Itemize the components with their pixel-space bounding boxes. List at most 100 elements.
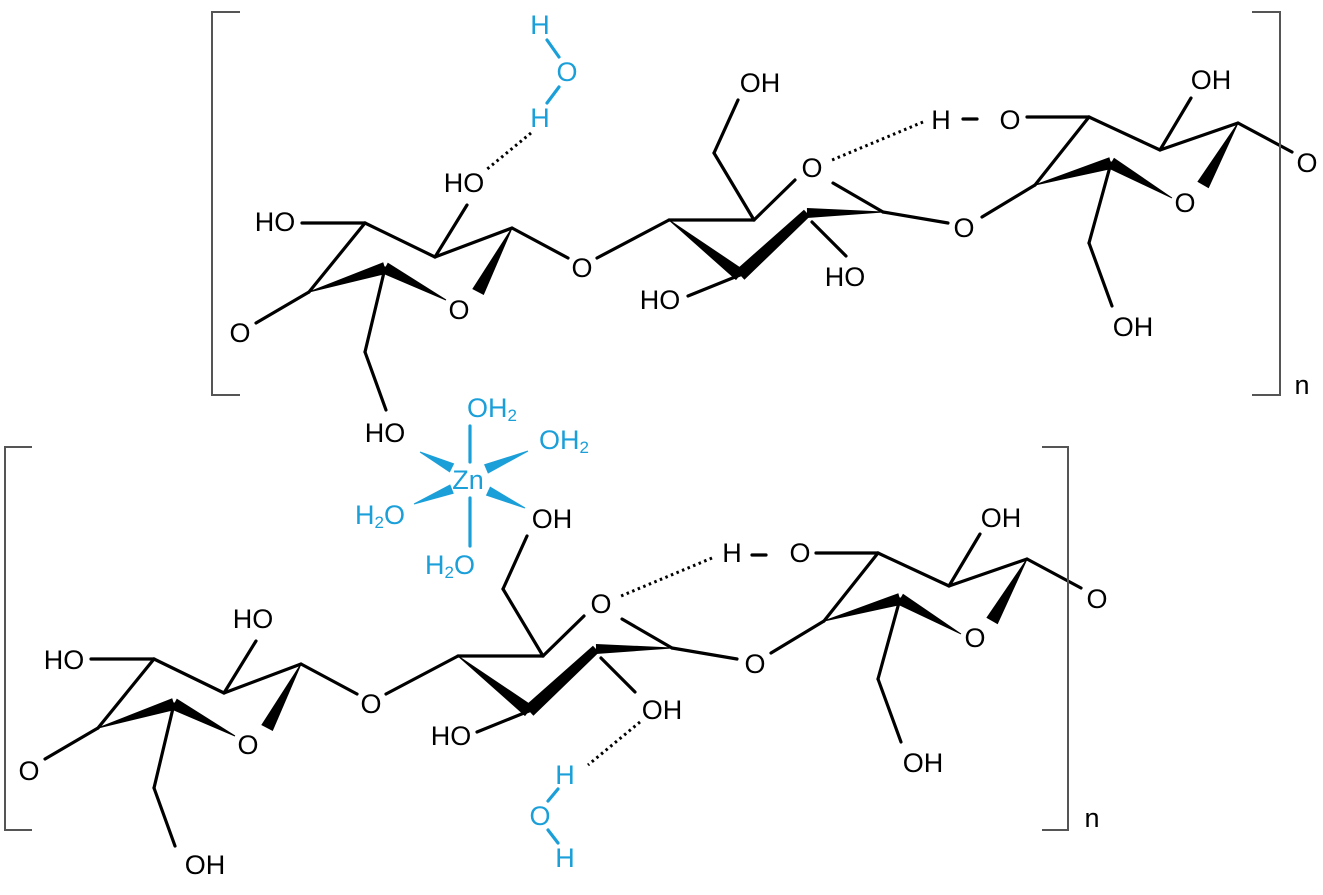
bond [1087, 241, 1114, 308]
atom-label: O [18, 756, 39, 786]
wedge-bond [823, 593, 902, 622]
atom-label: O [999, 105, 1020, 135]
ligand-label: H2O [355, 500, 405, 532]
bond [1236, 121, 1294, 154]
repeat-bracket [1252, 11, 1281, 396]
hydrogen-bond [831, 120, 924, 162]
bond [1033, 115, 1091, 187]
wedge-bond [735, 209, 811, 280]
wedge-bond [472, 227, 513, 296]
atom-label: O [571, 253, 592, 283]
bond [980, 183, 1037, 219]
bond [541, 614, 586, 658]
atom-label: O [529, 801, 550, 831]
bond [363, 350, 388, 412]
bond [222, 639, 258, 695]
atom-label: OH [981, 503, 1022, 533]
atom-label: HO [825, 262, 866, 292]
atom-label: HO [444, 168, 485, 198]
hydrogen-bond [485, 131, 532, 172]
bond [876, 677, 903, 744]
atom-label: O [590, 589, 611, 619]
atom-label: O [1174, 188, 1195, 218]
bond [876, 597, 902, 681]
zinc-label: Zn [452, 465, 484, 495]
atom-label: O [953, 213, 974, 243]
atom-label: HO [44, 645, 85, 675]
bond [1158, 121, 1240, 152]
atom-label: H [722, 538, 742, 568]
atom-label: H [931, 105, 951, 135]
bond [1025, 557, 1083, 590]
bond [1158, 96, 1193, 152]
bond [876, 551, 951, 588]
hydrogen-bond [587, 720, 641, 767]
top-chain-labels: HO HO O O HO O OH O HO HO O H O O OH O O… [229, 65, 1317, 448]
bond [1087, 115, 1162, 152]
bond [501, 587, 545, 658]
bond [475, 709, 531, 734]
bond [501, 534, 529, 591]
bond [222, 662, 303, 695]
atom-label: O [556, 57, 577, 87]
repeat-bracket [4, 446, 32, 831]
wedge-bond [897, 593, 962, 635]
bond [433, 226, 514, 259]
bond [307, 221, 367, 294]
bond [254, 290, 311, 325]
atom-label: HO [233, 604, 274, 634]
bond [881, 210, 950, 225]
atom-label: H [555, 760, 575, 790]
repeat-subscript: n [1294, 370, 1309, 400]
wedge-bond [1197, 122, 1239, 189]
bond [546, 787, 560, 803]
bond [620, 617, 674, 650]
bond [546, 828, 560, 845]
ligand-label: H2O [425, 550, 475, 582]
hydrogen-bond [620, 556, 713, 598]
wedge-bond [97, 698, 176, 729]
bond [545, 38, 561, 59]
bond [810, 220, 848, 258]
wedge-bond [1108, 157, 1173, 199]
bond [831, 181, 885, 214]
bottom-water: H O H [529, 760, 574, 873]
bond [670, 646, 739, 661]
bond [363, 266, 387, 354]
atom-label: O [789, 538, 810, 568]
wedge-bond [457, 655, 533, 717]
bond [152, 702, 176, 790]
atom-label: OH [1113, 312, 1154, 342]
bonds [4, 11, 1294, 848]
atom-label: OH [903, 748, 944, 778]
wedge-bond [484, 450, 529, 474]
bond [947, 532, 982, 588]
wedge-bond [1034, 157, 1113, 186]
wedge-bond [419, 451, 455, 473]
atom-label: O [448, 295, 469, 325]
bond [152, 786, 177, 848]
ligand-label: OH2 [467, 393, 517, 425]
atom-label: O [1086, 584, 1107, 614]
atom-label: HO [431, 721, 472, 751]
bond [96, 657, 156, 730]
wedge-bond [986, 558, 1028, 625]
zinc-complex: Zn OH2 OH2 H2O H2O [355, 393, 589, 582]
atom-label: OH [185, 850, 226, 880]
atom-label: O [1296, 148, 1317, 178]
bond [433, 203, 469, 259]
atom-label: HO [365, 418, 406, 448]
wedge-bond [595, 644, 673, 654]
atom-label: H [530, 10, 550, 40]
bond [299, 662, 359, 696]
bond [712, 98, 740, 155]
bond [686, 273, 742, 298]
wedge-bond [413, 484, 454, 505]
atom-label: H [530, 103, 550, 133]
bond [822, 551, 880, 623]
atom-label: O [360, 689, 381, 719]
atom-label: O [229, 318, 250, 348]
wedge-bond [171, 698, 236, 737]
bond [595, 218, 671, 260]
bond [599, 656, 637, 694]
